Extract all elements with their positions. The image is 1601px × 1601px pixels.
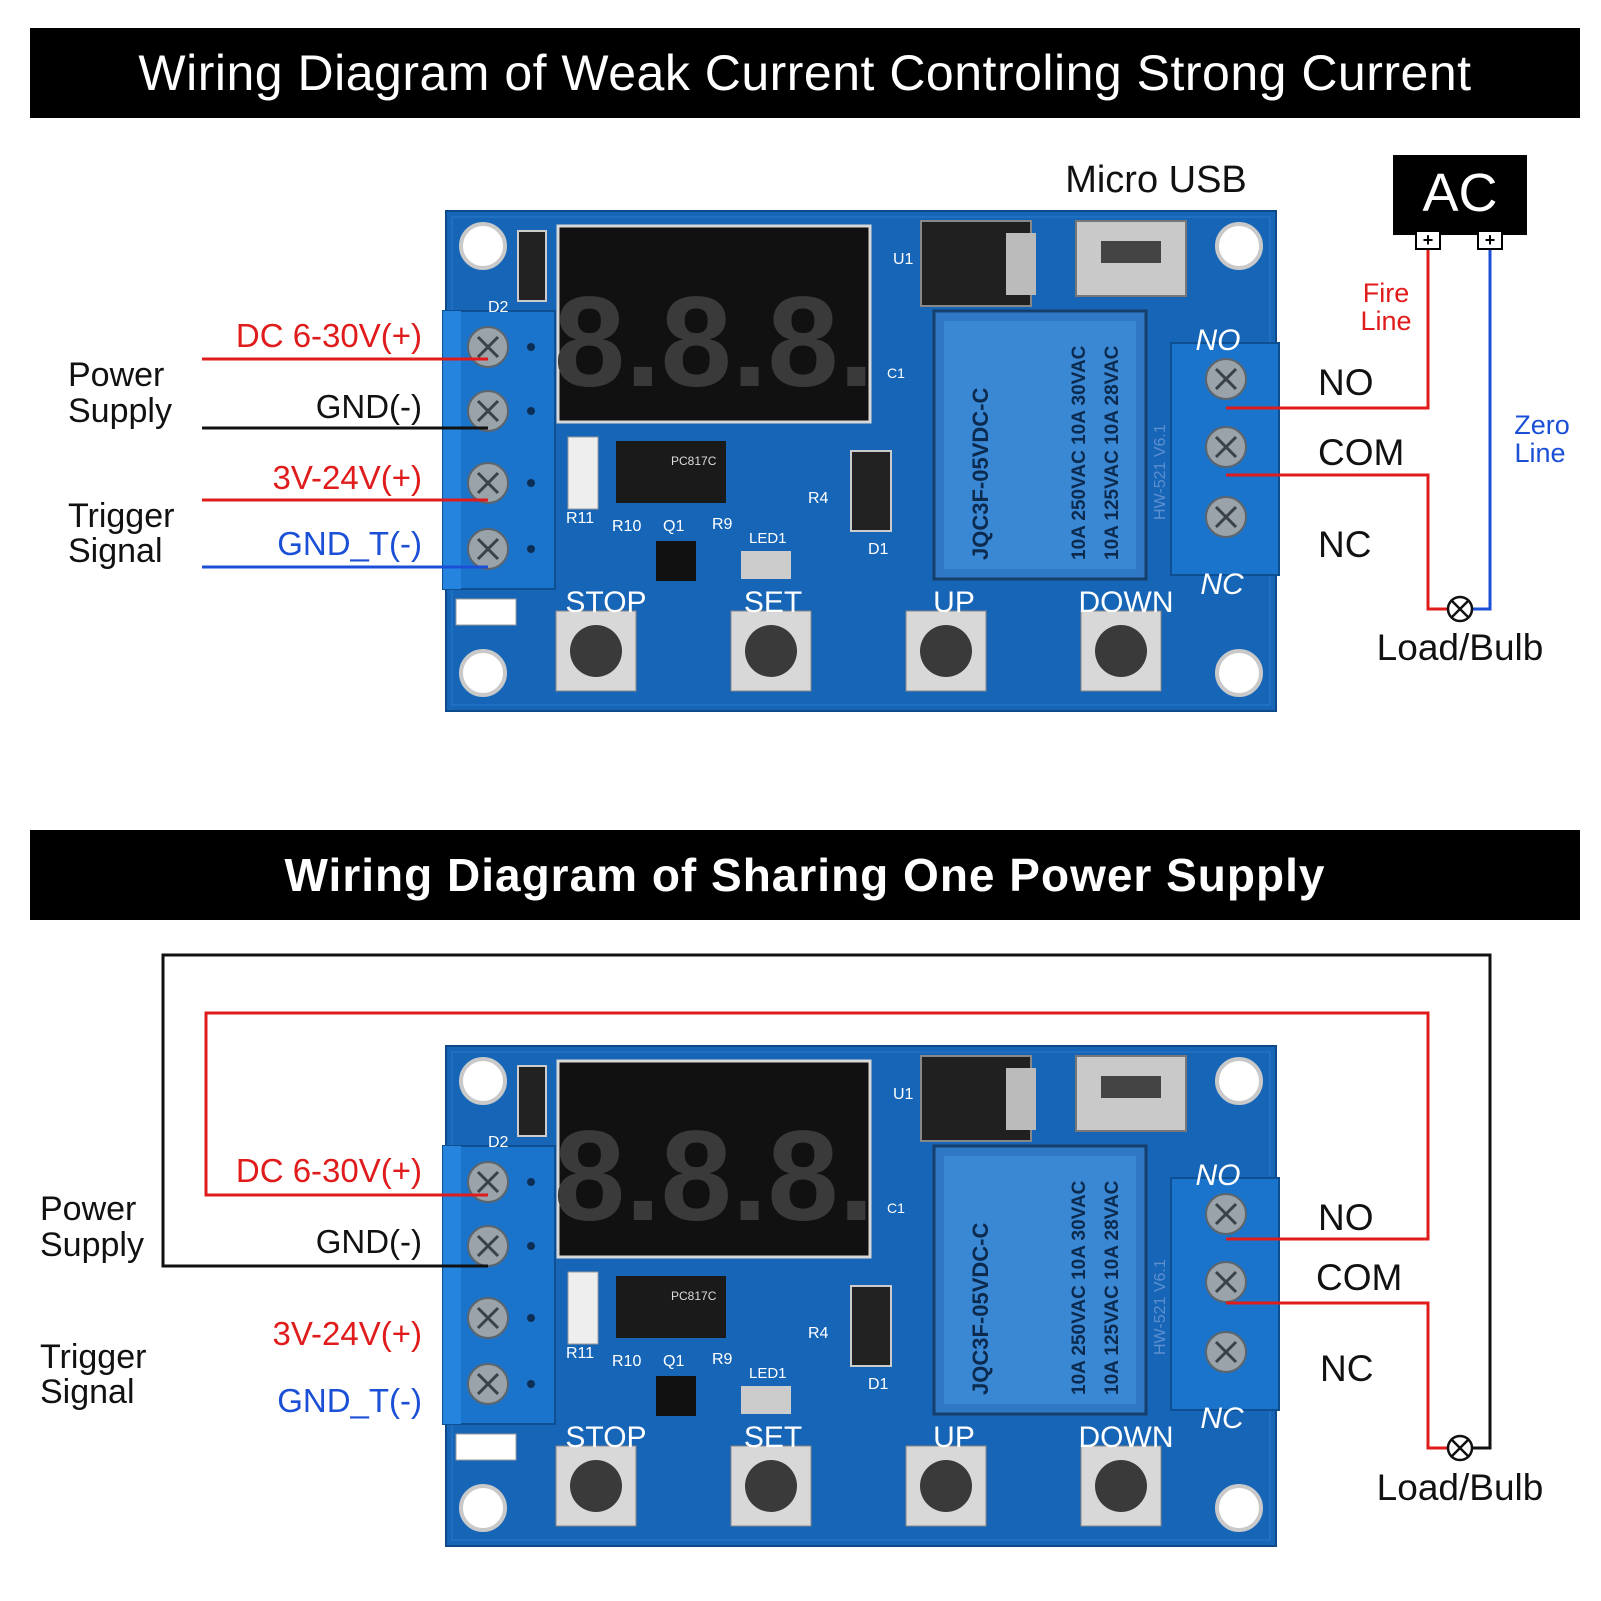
top-silk-nc: NC — [1200, 568, 1244, 601]
bottom-silk-q1: Q1 — [663, 1353, 684, 1370]
bottom-diagram: 8.8.8. NO NC JQC3F-05VDC-C 10A 250VAC 10… — [40, 953, 1544, 1548]
bottom-wires — [161, 953, 1492, 1450]
bottom-pcb-model: HW-521 V6.1 — [1152, 1259, 1169, 1355]
top-ac-plus-right: + — [1485, 230, 1496, 250]
top-silk-no: NO — [1196, 324, 1241, 357]
top-load-bulb-symbol — [1446, 595, 1474, 623]
bottom-silk-r4: R4 — [808, 1325, 829, 1342]
top-trigger-signal-2: Signal — [68, 532, 163, 570]
bottom-trigger-signal-2: Signal — [40, 1373, 135, 1411]
bottom-silk-r11: R11 — [566, 1345, 594, 1362]
top-no-label: NO — [1318, 362, 1374, 403]
top-btn-set: SET — [744, 586, 802, 619]
bottom-silk-led1: LED1 — [749, 1365, 787, 1382]
top-silk-r9: R9 — [712, 516, 733, 533]
top-silk-d1: D1 — [868, 541, 889, 558]
top-ac-source: AC + + — [1393, 155, 1527, 250]
bottom-silk-r9: R9 — [712, 1351, 733, 1368]
top-diagram: 8.8.8. NO NC JQC3F-05VDC-C 10A 250VAC 10… — [68, 155, 1570, 713]
top-silk-u1: U1 — [893, 251, 914, 268]
top-relay-model: JQC3F-05VDC-C — [968, 388, 993, 560]
bottom-btn-stop: STOP — [565, 1421, 646, 1454]
bottom-board-texts: 8.8.8. NO NC JQC3F-05VDC-C 10A 250VAC 10… — [488, 1086, 1244, 1454]
bottom-load-bulb-symbol — [1446, 1434, 1474, 1462]
bottom-load-label: Load/Bulb — [1377, 1467, 1544, 1508]
top-title-banner: Wiring Diagram of Weak Current Controlin… — [30, 28, 1580, 118]
top-trigger-signal-1: Trigger — [68, 497, 174, 535]
top-ac-plus-left: + — [1423, 230, 1434, 250]
top-power-supply-2: Supply — [68, 392, 172, 430]
bottom-title-banner: Wiring Diagram of Sharing One Power Supp… — [30, 830, 1580, 920]
bottom-trig-pos-label: 3V-24V(+) — [273, 1315, 423, 1352]
bottom-silk-r10: R10 — [612, 1353, 641, 1370]
bottom-silk-d1: D1 — [868, 1376, 889, 1393]
bottom-btn-up: UP — [933, 1421, 975, 1454]
top-com-label: COM — [1318, 432, 1404, 473]
top-trig-pos-label: 3V-24V(+) — [273, 459, 423, 496]
bottom-gnd-label: GND(-) — [316, 1223, 422, 1260]
top-zero-line-2: Line — [1514, 438, 1565, 468]
top-display-digits: 8.8.8. — [554, 271, 874, 414]
bottom-relay-rating-1: 10A 250VAC 10A 30VAC — [1069, 1180, 1090, 1395]
bottom-silk-nc: NC — [1200, 1402, 1244, 1435]
top-dc-pos-label: DC 6-30V(+) — [236, 317, 422, 354]
top-wires — [202, 236, 1492, 611]
top-relay-rating-2: 10A 125VAC 10A 28VAC — [1102, 345, 1123, 560]
top-silk-r11: R11 — [566, 510, 594, 527]
top-ac-label: AC — [1422, 163, 1497, 223]
bottom-silk-u1: U1 — [893, 1086, 914, 1103]
top-power-supply-1: Power — [68, 356, 164, 394]
top-fire-line-1: Fire — [1363, 278, 1410, 308]
bottom-silk-d2: D2 — [488, 1134, 509, 1151]
bottom-btn-down: DOWN — [1079, 1421, 1174, 1454]
bottom-gnd-t-label: GND_T(-) — [277, 1382, 422, 1419]
bottom-relay-rating-2: 10A 125VAC 10A 28VAC — [1102, 1180, 1123, 1395]
top-optocoupler: PC817C — [671, 454, 717, 468]
top-title: Wiring Diagram of Weak Current Controlin… — [138, 45, 1472, 101]
top-btn-stop: STOP — [565, 586, 646, 619]
bottom-com-label: COM — [1316, 1257, 1402, 1298]
top-btn-up: UP — [933, 586, 975, 619]
bottom-silk-no: NO — [1196, 1159, 1241, 1192]
bottom-nc-label: NC — [1320, 1348, 1373, 1389]
top-gnd-t-label: GND_T(-) — [277, 525, 422, 562]
top-load-label: Load/Bulb — [1377, 627, 1544, 668]
top-silk-r10: R10 — [612, 518, 641, 535]
bottom-title: Wiring Diagram of Sharing One Power Supp… — [284, 849, 1326, 901]
top-gnd-label: GND(-) — [316, 388, 422, 425]
top-relay-rating-1: 10A 250VAC 10A 30VAC — [1069, 345, 1090, 560]
bottom-btn-set: SET — [744, 1421, 802, 1454]
top-btn-down: DOWN — [1079, 586, 1174, 619]
top-micro-usb-label: Micro USB — [1065, 159, 1247, 201]
top-fire-line-2: Line — [1360, 306, 1411, 336]
bottom-silk-c1: C1 — [887, 1200, 905, 1216]
top-nc-label: NC — [1318, 524, 1371, 565]
top-zero-line-1: Zero — [1514, 410, 1570, 440]
top-silk-d2: D2 — [488, 299, 509, 316]
bottom-power-supply-2: Supply — [40, 1226, 144, 1264]
top-board-texts: 8.8.8. NO NC JQC3F-05VDC-C 10A 250VAC 10… — [488, 251, 1244, 619]
bottom-relay-model: JQC3F-05VDC-C — [968, 1223, 993, 1395]
bottom-no-label: NO — [1318, 1197, 1374, 1238]
top-silk-r4: R4 — [808, 490, 829, 507]
top-silk-q1: Q1 — [663, 518, 684, 535]
top-silk-c1: C1 — [887, 365, 905, 381]
bottom-dc-pos-label: DC 6-30V(+) — [236, 1152, 422, 1189]
bottom-power-supply-1: Power — [40, 1190, 136, 1228]
bottom-optocoupler: PC817C — [671, 1289, 717, 1303]
top-pcb-model: HW-521 V6.1 — [1152, 424, 1169, 520]
bottom-display-digits: 8.8.8. — [554, 1105, 874, 1248]
top-silk-led1: LED1 — [749, 530, 787, 547]
bottom-trigger-signal-1: Trigger — [40, 1338, 146, 1376]
